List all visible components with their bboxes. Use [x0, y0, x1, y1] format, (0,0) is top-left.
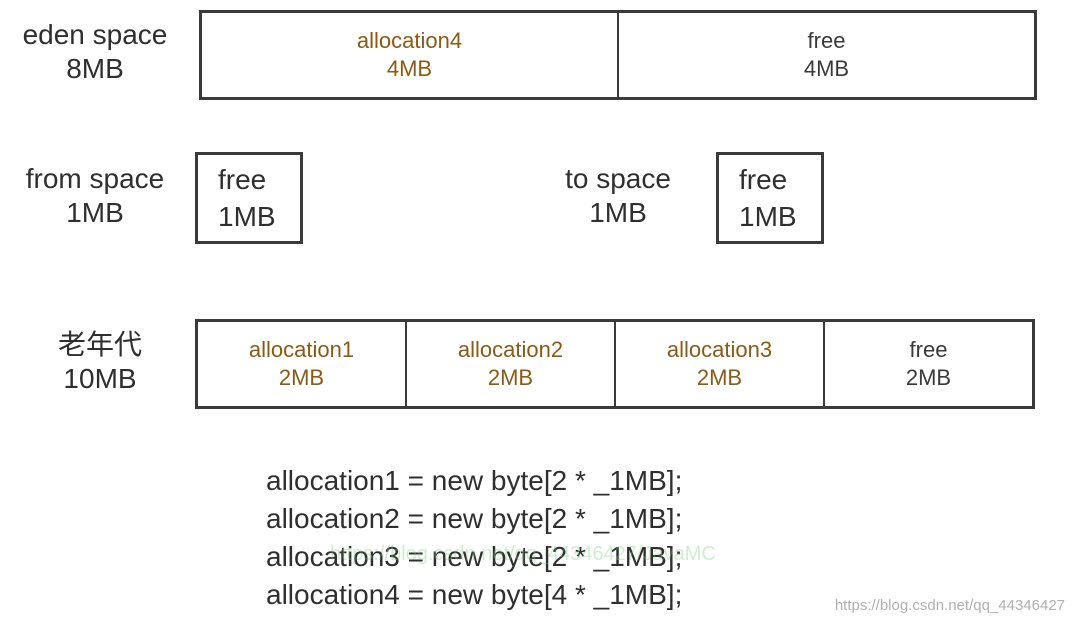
old-gen-bar: allocation1 2MB allocation2 2MB allocati…	[195, 319, 1035, 409]
allocation-code-block: allocation1 = new byte[2 * _1MB]; alloca…	[266, 462, 682, 614]
code-line: allocation3 = new byte[2 * _1MB];	[266, 541, 683, 572]
old-gen-cell-allocation1: allocation1 2MB	[198, 322, 405, 406]
cell-size: 2MB	[905, 365, 952, 390]
from-space-box-name: free	[218, 164, 267, 195]
to-space-name: to space	[565, 163, 671, 194]
cell-size: 2MB	[278, 365, 325, 390]
eden-cell-free: free 4MB	[617, 13, 1034, 97]
code-line: allocation4 = new byte[4 * _1MB];	[266, 579, 683, 610]
old-gen-label: 老年代 10MB	[30, 328, 170, 396]
cell-name: allocation1	[248, 337, 355, 362]
to-space-box-size: 1MB	[739, 201, 797, 232]
to-space-box: free 1MB	[716, 152, 824, 244]
cell-size: 2MB	[487, 365, 534, 390]
cell-name: allocation2	[457, 337, 564, 362]
to-space-box-name: free	[739, 164, 788, 195]
eden-space-size: 8MB	[66, 53, 124, 84]
from-space-name: from space	[25, 163, 165, 194]
eden-space-label: eden space 8MB	[10, 18, 180, 86]
cell-name: free	[807, 28, 846, 53]
cell-size: 4MB	[386, 56, 433, 81]
cell-name: allocation4	[356, 28, 463, 53]
to-space-label: to space 1MB	[548, 162, 688, 230]
to-space-size: 1MB	[589, 197, 647, 228]
old-gen-cell-free: free 2MB	[823, 322, 1032, 406]
cell-name: allocation3	[666, 337, 773, 362]
old-gen-cell-allocation2: allocation2 2MB	[405, 322, 614, 406]
from-space-box: free 1MB	[195, 152, 303, 244]
old-gen-name: 老年代	[57, 329, 142, 360]
from-space-size: 1MB	[66, 197, 124, 228]
old-gen-cell-allocation3: allocation3 2MB	[614, 322, 823, 406]
code-line: allocation1 = new byte[2 * _1MB];	[266, 465, 683, 496]
corner-watermark: https://blog.csdn.net/qq_44346427	[834, 597, 1065, 614]
eden-cell-allocation4: allocation4 4MB	[202, 13, 617, 97]
from-space-label: from space 1MB	[10, 162, 180, 230]
cell-size: 4MB	[803, 56, 850, 81]
code-line: allocation2 = new byte[2 * _1MB];	[266, 503, 683, 534]
eden-space-bar: allocation4 4MB free 4MB	[199, 10, 1037, 100]
old-gen-size: 10MB	[63, 363, 137, 394]
center-watermark: https://blog.csdn.net/qq_44346427/JavaMC	[330, 543, 716, 565]
eden-space-name: eden space	[22, 19, 168, 50]
cell-size: 2MB	[696, 365, 743, 390]
from-space-box-size: 1MB	[218, 201, 276, 232]
cell-name: free	[909, 337, 948, 362]
